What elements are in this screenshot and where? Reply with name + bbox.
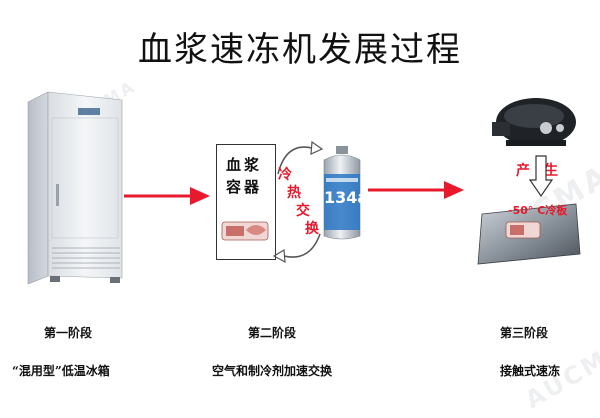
compressor-image (492, 98, 576, 146)
can-label: 134a (324, 188, 369, 207)
stage2-label: 第二阶段 (248, 326, 297, 340)
cold-plate-image (477, 203, 581, 265)
plasma-bag-image (221, 221, 269, 241)
box-label-line1: 血浆 (226, 156, 263, 174)
page-title: 血浆速冻机发展过程 (138, 30, 462, 70)
stage1-label: 第一阶段 (44, 326, 93, 340)
box-label-line2: 容器 (226, 178, 263, 196)
exchange-char-2: 热 (287, 185, 301, 201)
stage1-desc: “混用型”低温冰箱 (12, 364, 110, 378)
stage3-desc: 接触式速冻 (500, 364, 561, 378)
exchange-char-1: 冷 (278, 167, 292, 183)
refrigerant-can-image (323, 146, 361, 240)
stage2-desc: 空气和制冷剂加速交换 (212, 364, 333, 378)
cold-plate-label: -50° C冷板 (508, 204, 568, 217)
arrow-stage2-to-stage3 (368, 181, 464, 199)
freezer-image (27, 91, 123, 285)
down-arrow-icon (528, 155, 554, 198)
produce-char-1: 产 (516, 163, 530, 179)
plasma-container-box (216, 144, 276, 260)
produce-char-2: 生 (544, 163, 558, 179)
exchange-char-3: 交 (296, 203, 310, 219)
stage3-label: 第三阶段 (500, 326, 549, 340)
circulation-arrows (272, 140, 324, 264)
exchange-char-4: 换 (305, 221, 319, 237)
arrow-stage1-to-stage2 (124, 187, 210, 205)
